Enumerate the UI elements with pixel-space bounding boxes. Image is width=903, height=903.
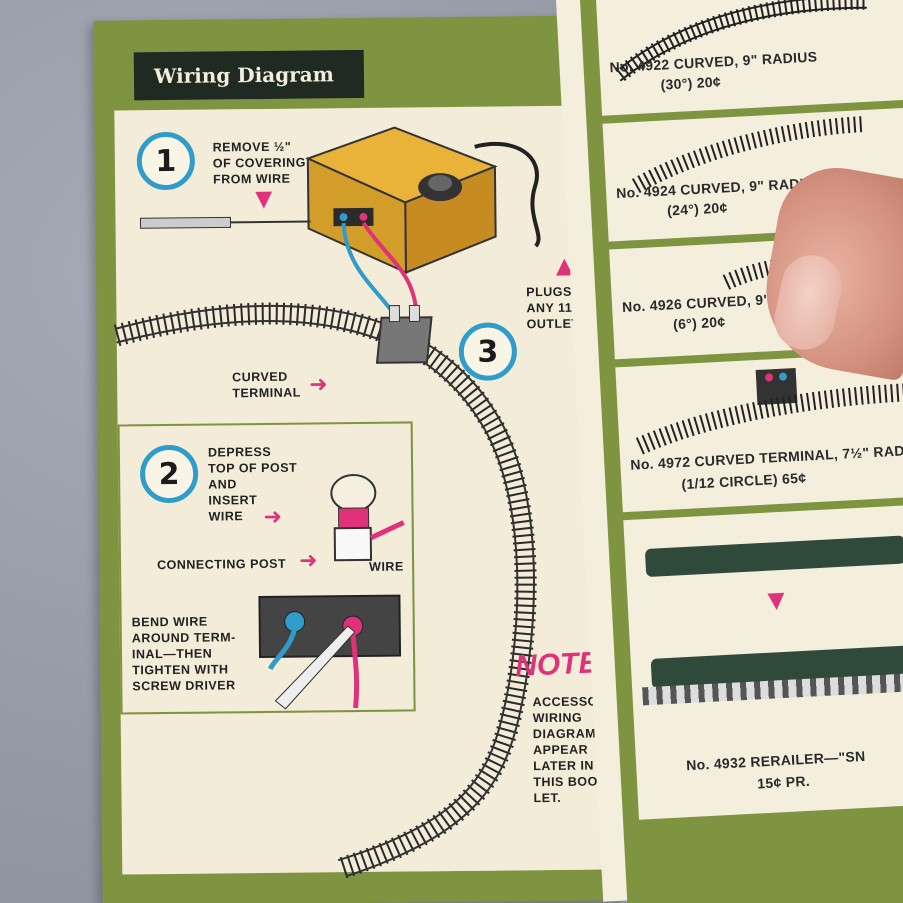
transformer-icon	[305, 126, 498, 275]
pointer-arrow-icon: ➜	[263, 504, 283, 530]
wire-caption: WIRE	[369, 559, 404, 574]
step-1-caption: REMOVE ½" OF COVERING FROM WIRE	[212, 139, 306, 187]
curved-terminal-caption: CURVED TERMINAL	[232, 369, 301, 401]
catalog-item-4972: No. 4972 CURVED TERMINAL, 7½" RAD (1/12 …	[615, 350, 903, 513]
left-page: Wiring Diagram	[93, 15, 623, 903]
item-4932-title: No. 4932 RERAILER—"SN	[685, 747, 866, 774]
item-4926-price: (6°) 20¢	[672, 313, 726, 333]
connecting-post-icon	[330, 474, 405, 562]
terminal-track-icon	[635, 367, 903, 455]
pointer-arrow-icon: ➜	[309, 372, 328, 398]
stripped-wire-icon	[139, 216, 311, 229]
wiring-illustration	[113, 126, 541, 879]
pink-wire	[361, 221, 419, 318]
step-2-badge: 2	[139, 444, 199, 504]
curved-terminal-icon	[375, 304, 433, 364]
pointer-arrow-icon: ➜	[298, 548, 318, 574]
rerailer-icon	[644, 535, 903, 578]
terminal-plate-icon	[258, 594, 402, 710]
curved-track-icon	[615, 0, 867, 82]
down-arrow-icon: ▼	[767, 587, 786, 614]
connecting-post-caption: CONNECTING POST	[157, 556, 287, 573]
curved-track-icon	[631, 116, 864, 194]
power-cord-icon	[474, 141, 541, 248]
item-4932-price: 15¢ PR.	[756, 772, 811, 792]
track-rail-inner	[116, 320, 519, 862]
catalog-item-4924: No. 4924 CURVED, 9" RADIUS (24°) 20¢	[602, 106, 903, 242]
step-2-caption: DEPRESS TOP OF POST AND INSERT WIRE	[207, 444, 298, 524]
step-3-badge: 3	[458, 322, 518, 381]
item-4922-price: (30°) 20¢	[660, 73, 722, 93]
step-1-badge: 1	[136, 131, 196, 191]
item-4924-price: (24°) 20¢	[666, 199, 728, 219]
catalog-item-4922: No. 4922 CURVED, 9" RADIUS (30°) 20¢	[595, 0, 903, 116]
item-4972-price: (1/12 CIRCLE) 65¢	[681, 469, 807, 493]
right-page: No. 4922 CURVED, 9" RADIUS (30°) 20¢ No.…	[556, 0, 903, 903]
bend-wire-caption: BEND WIRE AROUND TERM- INAL—THEN TIGHTEN…	[131, 614, 236, 694]
catalog-item-4932: ▼ No. 4932 RERAILER—"SN 15¢ PR.	[623, 503, 903, 820]
down-arrow-icon: ▼	[255, 186, 273, 213]
track-rail-outer	[116, 304, 535, 878]
